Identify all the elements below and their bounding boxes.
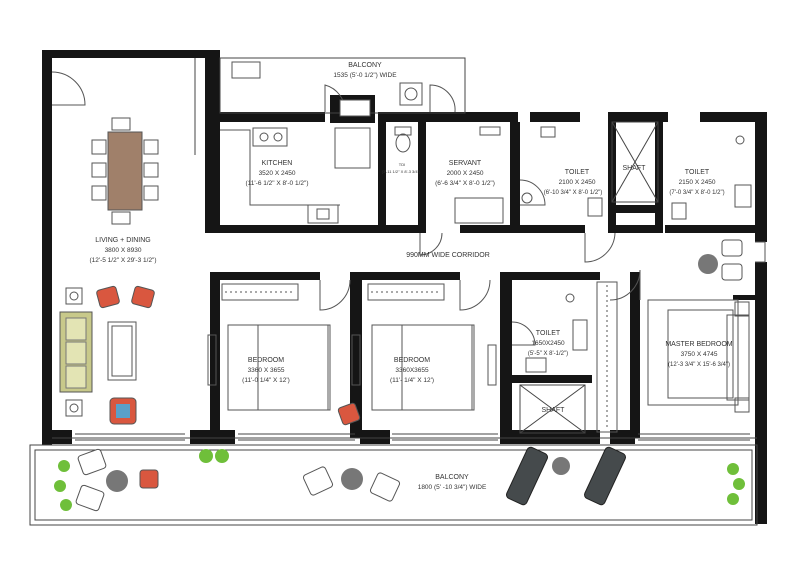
balcony-bottom-name: BALCONY bbox=[435, 474, 469, 481]
bedroom1-dims-imperial: (11'-0 1/4" X 12') bbox=[242, 377, 290, 384]
balcony-seating-icon bbox=[75, 448, 401, 512]
balcony-top-name: BALCONY bbox=[348, 62, 382, 69]
kitchen-dims: 3520 X 2450 bbox=[259, 170, 296, 177]
living-name: LIVING + DINING bbox=[95, 237, 150, 244]
lounger-icon bbox=[506, 446, 626, 506]
toilet1-dims: 2100 X 2450 bbox=[559, 179, 596, 186]
kitchen-counter-icon bbox=[220, 99, 371, 206]
bedroom1-dims: 3360 X 3655 bbox=[248, 367, 285, 374]
servant-dims: 2000 X 2450 bbox=[447, 170, 484, 177]
tdi-dims: (3'-11 1/2" X 8'-3 3/4") bbox=[382, 169, 421, 174]
hob-icon bbox=[252, 127, 288, 147]
toilet2-dims: 2150 X 2450 bbox=[679, 179, 716, 186]
bedroom2-name: BEDROOM bbox=[394, 357, 430, 364]
toilet2-name: TOILET bbox=[685, 169, 710, 176]
bed-icon bbox=[207, 299, 750, 411]
shaft1-name: SHAFT bbox=[623, 165, 647, 172]
balcony-top-dims: 1535 (5'-0 1/2") WIDE bbox=[333, 72, 397, 79]
toilet3-dims-imperial: (5'-5" X 8'-1/2") bbox=[528, 351, 568, 357]
lamp-icon bbox=[65, 287, 83, 417]
bedroom1-name: BEDROOM bbox=[248, 357, 284, 364]
bedroom2-dims-imperial: (11'- 1/4" X 12') bbox=[390, 377, 434, 384]
toilet1-name: TOILET bbox=[565, 169, 590, 176]
servant-bed-icon bbox=[454, 197, 504, 224]
lounge-chair-icon bbox=[698, 239, 743, 281]
master-name: MASTER BEDROOM bbox=[665, 341, 732, 348]
toilet3-name: TOILET bbox=[536, 330, 561, 337]
toilet2-dims-imperial: (7'-0 3/4" X 8'-0 1/2") bbox=[669, 190, 724, 196]
tdi-name: TDI bbox=[399, 162, 405, 167]
kitchen-dims-imperial: (11'-6 1/2" X 8'-0 1/2") bbox=[246, 180, 309, 187]
bedroom2-dims: 3360X3655 bbox=[395, 367, 429, 374]
living-dims-imperial: (12'-5 1/2" X 29'-3 1/2") bbox=[89, 257, 156, 264]
master-dims: 3750 X 4745 bbox=[681, 351, 718, 358]
wardrobe-icon bbox=[221, 281, 618, 433]
plant-icon bbox=[54, 449, 745, 511]
wc-icon bbox=[394, 126, 752, 373]
servant-name: SERVANT bbox=[449, 160, 482, 167]
walls bbox=[42, 50, 767, 524]
corridor-name: 990MM WIDE CORRIDOR bbox=[406, 252, 490, 259]
armchair-icon bbox=[96, 285, 361, 489]
dining-table-icon bbox=[91, 117, 159, 225]
toilet1-dims-imperial: (6'-10 3/4" X 8'-0 1/2") bbox=[544, 190, 603, 196]
servant-dims-imperial: (6'-6 3/4" X 8'-0 1/2") bbox=[435, 180, 495, 187]
sink-icon bbox=[231, 61, 423, 224]
sofa-icon bbox=[59, 311, 137, 393]
room-labels: BALCONY 1535 (5'-0 1/2") WIDE KITCHEN 35… bbox=[89, 62, 732, 491]
living-dims: 3800 X 8930 bbox=[105, 247, 142, 254]
master-dims-imperial: (12'-3 3/4" X 15'-6 3/4") bbox=[668, 362, 730, 368]
outlines bbox=[29, 57, 758, 526]
kitchen-name: KITCHEN bbox=[262, 160, 293, 167]
shaft-icon bbox=[519, 121, 659, 434]
shaft2-name: SHAFT bbox=[542, 407, 566, 414]
balcony-bottom-dims: 1800 (5' -10 3/4") WIDE bbox=[418, 484, 487, 491]
toilet3-dims: 1650X2450 bbox=[531, 340, 565, 347]
